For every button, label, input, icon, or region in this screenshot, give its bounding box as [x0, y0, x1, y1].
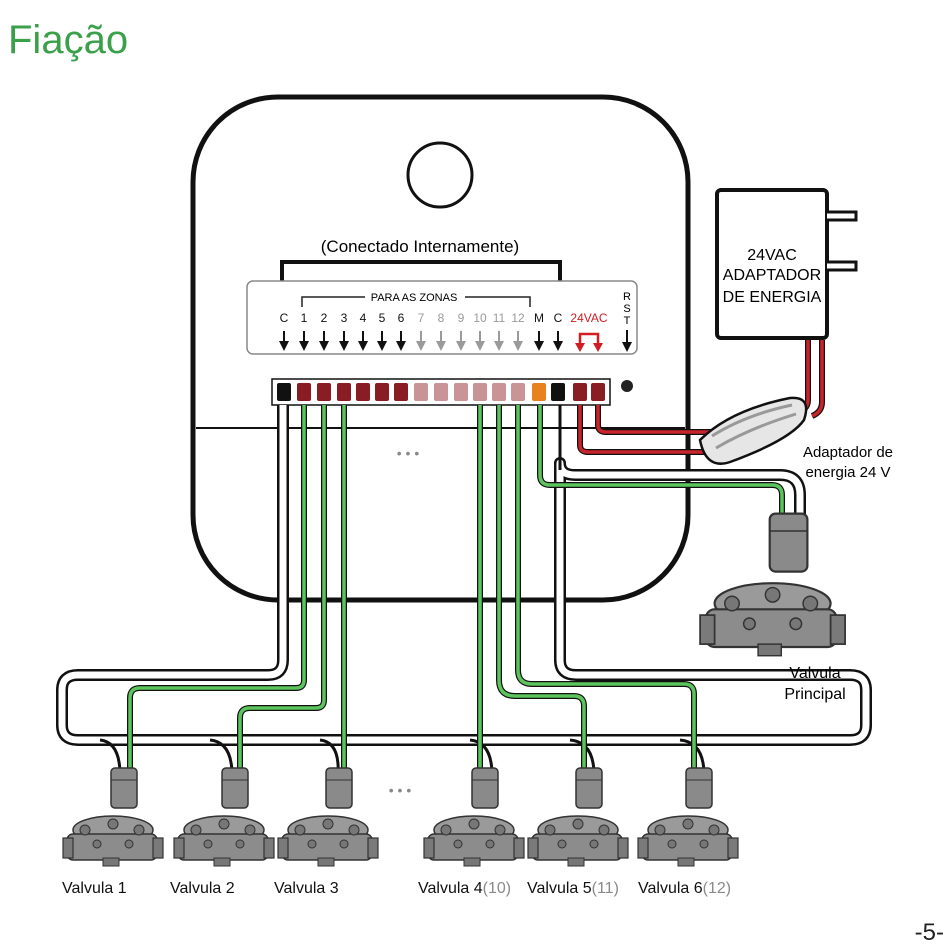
terminal-block-1: [277, 383, 291, 401]
terminal-block-13: [511, 383, 525, 401]
terminal-label-14: M: [534, 311, 544, 325]
adapter-prong-bottom: [827, 262, 856, 270]
rst-label-t: T: [624, 315, 631, 327]
terminal-label-8: 7: [418, 311, 425, 325]
zones-label: PARA AS ZONAS: [371, 292, 458, 304]
rst-label-r: R: [623, 291, 631, 303]
terminal-block-14: [532, 383, 546, 401]
terminal-label-2: 1: [301, 311, 308, 325]
valve-3-label: Valvula 3: [274, 880, 339, 898]
terminal-label-10: 9: [458, 311, 465, 325]
terminal-block-7: [394, 383, 408, 401]
terminal-label-6: 5: [379, 311, 386, 325]
terminal-block-3: [317, 383, 331, 401]
terminal-block-2: [297, 383, 311, 401]
controller-button: [408, 143, 472, 207]
valve-5-icon: [528, 768, 628, 866]
terminal-label-4: 3: [341, 311, 348, 325]
valve-2-label: Valvula 2: [170, 880, 235, 898]
terminal-block-11: [473, 383, 487, 401]
terminal-block-10: [454, 383, 468, 401]
terminal-block-6: [375, 383, 389, 401]
terminal-label-16: 24VAC: [570, 311, 607, 325]
reset-button: [621, 380, 633, 392]
master-valve-line1: Valvula: [789, 665, 840, 682]
terminal-label-13: 12: [511, 311, 525, 325]
adapter-line1: 24VAC: [747, 247, 797, 264]
adapter-caption-line1: Adaptador de: [803, 444, 893, 461]
terminal-label-5: 4: [360, 311, 367, 325]
controller-ellipsis: • • •: [397, 445, 420, 461]
valve-4-icon: [424, 768, 524, 866]
adapter-prong-top: [827, 212, 856, 220]
valve-4-label: Valvula 4(10): [418, 880, 511, 898]
terminal-block-12: [492, 383, 506, 401]
rst-label-s: S: [623, 303, 630, 315]
terminal-block-8: [414, 383, 428, 401]
terminal-blocks: [277, 383, 605, 401]
terminal-label-7: 6: [398, 311, 405, 325]
terminal-block-4: [337, 383, 351, 401]
valve-5-label: Valvula 5(11): [527, 880, 619, 898]
wire-connector: [700, 398, 806, 464]
master-valve-icon: [700, 514, 845, 656]
terminal-label-11: 10: [473, 311, 487, 325]
power-adapter: [717, 190, 827, 338]
terminal-block-5: [356, 383, 370, 401]
terminal-label-9: 8: [438, 311, 445, 325]
internal-label: (Conectado Internamente): [321, 237, 519, 256]
terminal-label-12: 11: [493, 311, 506, 325]
terminal-block-17: [591, 383, 605, 401]
master-valve-line2: Principal: [784, 686, 845, 703]
valve-3-icon: [278, 768, 378, 866]
page-number: -5-: [915, 919, 944, 947]
valve-6-label: Valvula 6(12): [638, 880, 731, 898]
valve-6-icon: [638, 768, 738, 866]
terminal-block-9: [434, 383, 448, 401]
terminal-block-16: [573, 383, 587, 401]
terminal-label-1: C: [280, 311, 289, 325]
adapter-caption-line2: energia 24 V: [805, 464, 890, 481]
adapter-line2: ADAPTADOR: [723, 267, 821, 284]
valve-1-label: Valvula 1: [62, 880, 127, 898]
valves-ellipsis: • • •: [389, 782, 412, 798]
valve-2-icon: [174, 768, 274, 866]
terminal-label-15: C: [554, 311, 563, 325]
terminal-block-15: [551, 383, 565, 401]
terminal-label-3: 2: [321, 311, 328, 325]
adapter-line3: DE ENERGIA: [723, 289, 822, 306]
valve-1-icon: [63, 768, 163, 866]
